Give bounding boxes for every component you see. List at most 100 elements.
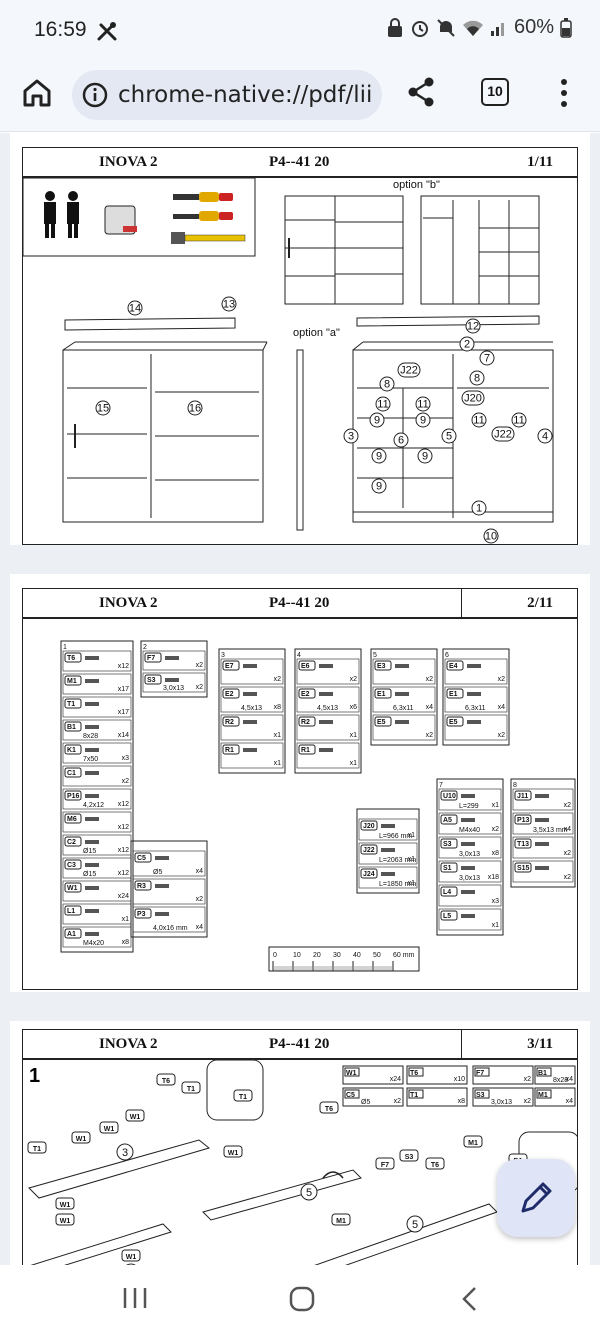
callout-circle: [415, 412, 431, 428]
callout-label: T1: [187, 1086, 195, 1093]
home-button-icon[interactable]: [288, 1285, 316, 1313]
screwdrivers-icon: [173, 192, 233, 221]
part-code: E7: [225, 663, 234, 670]
part-icon: [395, 664, 409, 668]
group-box: [442, 648, 510, 746]
part-code: C2: [67, 839, 76, 846]
part-row: [358, 818, 418, 841]
tools-icon: [97, 22, 117, 41]
part-code: K1: [67, 747, 76, 754]
part-code: T1: [67, 701, 75, 708]
part-size: 6,3x11: [393, 705, 414, 712]
part-icon: [395, 692, 409, 696]
callout-badge: [399, 1149, 419, 1162]
tab-switcher-button[interactable]: 10: [481, 78, 509, 106]
part-row: [62, 765, 132, 787]
part-code-badge: [64, 652, 82, 663]
edit-button[interactable]: [497, 1159, 575, 1237]
part-code: E3: [377, 663, 386, 670]
callout-label: 9: [420, 415, 426, 427]
part-qty: x2: [196, 684, 204, 691]
part-row: [512, 788, 574, 811]
part-size: Ø5: [153, 869, 162, 876]
part-size: 4,2x12: [83, 802, 104, 809]
callout-badge: [425, 1157, 445, 1170]
callout-badge: [491, 426, 515, 442]
share-icon[interactable]: [405, 76, 437, 108]
part-qty: x12: [118, 870, 129, 877]
part-icon: [85, 817, 99, 821]
part-code: R2: [301, 719, 310, 726]
part-code-badge: [222, 660, 240, 671]
info-icon[interactable]: [82, 82, 108, 108]
address-bar[interactable]: chrome-native://pdf/lii: [72, 70, 382, 120]
part-qty: x12: [118, 824, 129, 831]
part-qty: x12: [118, 801, 129, 808]
callout-label: 9: [376, 451, 382, 463]
callout-label: 16: [189, 403, 201, 415]
signal-icon: [490, 22, 504, 36]
callout-badge: [375, 1157, 395, 1170]
callout-label: 4: [542, 431, 548, 443]
group-box: [370, 648, 438, 746]
callout-label: W1: [126, 1254, 137, 1261]
callout-label: 11: [473, 415, 484, 427]
part-code-badge: [440, 910, 458, 921]
system-nav-bar: [0, 1265, 600, 1333]
part-qty: x8: [274, 704, 282, 711]
part-row: [296, 714, 360, 741]
part-code: C3: [67, 862, 76, 869]
part-code-badge: [64, 882, 82, 893]
callout-badge: [55, 1197, 75, 1210]
part-qty: x2: [122, 778, 130, 785]
callout-label: T1: [239, 1094, 247, 1101]
product-name: INOVA 2: [99, 1036, 158, 1052]
part-icon: [461, 914, 475, 918]
part-size: M4x20: [83, 940, 104, 947]
part-icon: [85, 679, 99, 683]
wardrobe-option-a-side-rail: [296, 349, 304, 531]
pdf-viewer[interactable]: INOVA 2 P4--41 20 1/11: [0, 133, 600, 1265]
part-code-badge: [440, 814, 458, 825]
group-number: 3: [221, 652, 225, 659]
wardrobe-option-a-interior: [352, 315, 554, 523]
recent-apps-icon[interactable]: [120, 1285, 150, 1311]
two-people-icon: [44, 191, 79, 238]
part-row: [142, 672, 206, 693]
part-code-badge: [446, 716, 464, 727]
legend-qty: x10: [454, 1076, 465, 1083]
part-code-badge: [64, 744, 82, 755]
callout-badge: [99, 1121, 119, 1134]
part-row: [62, 650, 132, 672]
part-icon: [85, 656, 99, 660]
callout-label: F7: [381, 1162, 389, 1169]
part-code-badge: [64, 721, 82, 732]
callout-label: S3: [405, 1154, 414, 1161]
menu-icon[interactable]: [558, 77, 570, 109]
part-icon: [381, 848, 395, 852]
part-code-badge: [64, 836, 82, 847]
callout-label: M1: [336, 1218, 346, 1225]
part-row: [438, 908, 502, 931]
back-icon[interactable]: [460, 1285, 480, 1313]
part-row: [296, 686, 360, 713]
home-icon[interactable]: [20, 76, 54, 110]
legend-qty: x8: [458, 1098, 466, 1105]
part-icon: [85, 932, 99, 936]
part-code: S3: [147, 677, 156, 684]
callout-circle: [483, 528, 499, 544]
lock-icon: [387, 17, 402, 37]
callout-circle: [459, 336, 475, 352]
part-icon: [155, 884, 169, 888]
callout-badge: [71, 1131, 91, 1144]
legend-code: W1: [346, 1070, 357, 1077]
part-size: 3,0x13: [163, 685, 184, 692]
part-icon: [243, 664, 257, 668]
part-qty: x8: [122, 939, 130, 946]
callout-label: 9: [422, 451, 428, 463]
part-qty: x4: [196, 924, 204, 931]
part-size: L=2063 mm: [379, 857, 416, 864]
ruler-tick-label: 30: [333, 952, 341, 959]
